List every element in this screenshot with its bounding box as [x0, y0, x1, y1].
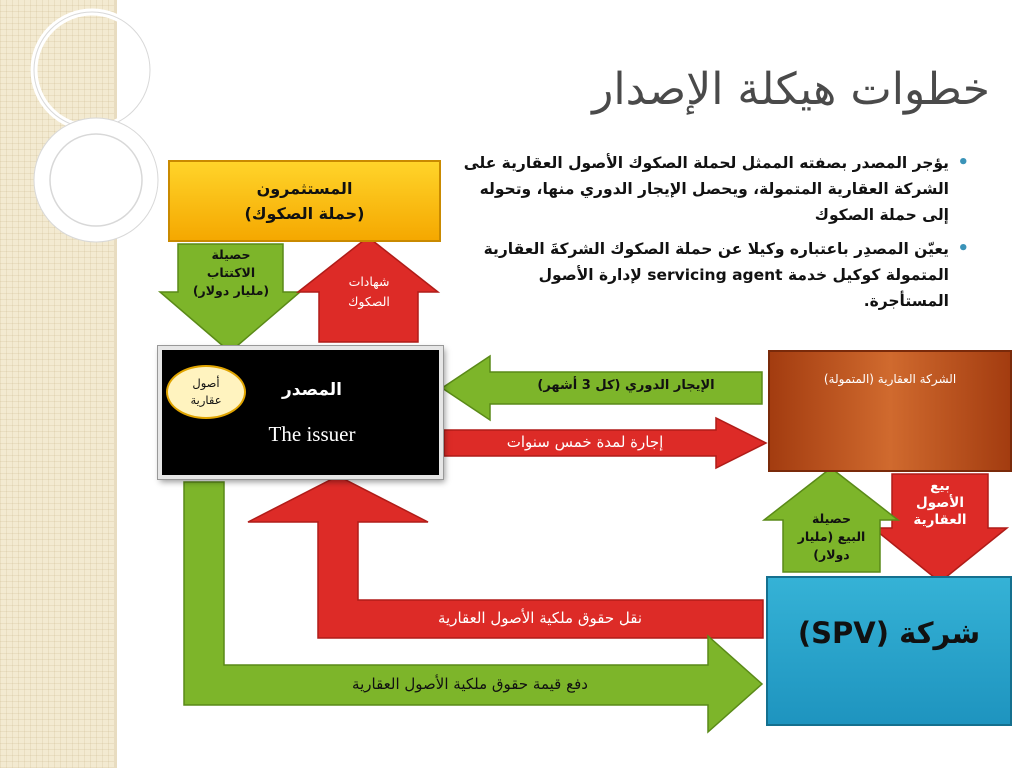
- certificates-arrow-label: شهادات الصكوك: [322, 272, 416, 312]
- company-label: الشركة العقارية (المتمولة): [823, 372, 957, 386]
- subscription-arrow: [157, 243, 303, 353]
- real-estate-company-box: الشركة العقارية (المتمولة): [768, 350, 1012, 472]
- label-line: بيع: [930, 478, 950, 494]
- periodic-rent-label: الإيجار الدوري (كل 3 أشهر): [537, 378, 715, 393]
- label-line: حصيلة: [811, 511, 852, 526]
- sale-assets-label: بيع الأصول العقارية: [893, 478, 987, 529]
- label-line: حصيلة: [211, 247, 251, 262]
- real-assets-oval: أصول عقارية: [166, 365, 246, 419]
- oval-text: عقارية: [190, 393, 222, 407]
- label-line: البيع (مليار: [797, 529, 866, 544]
- lease-label: إجارة لمدة خمس سنوات: [506, 433, 664, 451]
- issuer-box: أصول عقارية المصدر The issuer: [158, 346, 443, 479]
- label-line: دولار): [813, 547, 850, 562]
- bullet-text: يعيّن المصدِر باعتباره وكيلا عن حملة الص…: [483, 240, 949, 310]
- spv-label: شركة (SPV): [797, 616, 981, 650]
- bullet-item: • يعيّن المصدِر باعتباره وكيلا عن حملة ا…: [450, 236, 969, 314]
- label-line: (مليار دولار): [192, 283, 270, 298]
- issuer-label-ar: المصدر: [282, 380, 342, 400]
- investors-box: المستثمرون (حملة الصكوك): [168, 160, 441, 242]
- label-line: الاكتتاب: [206, 265, 256, 280]
- label-line: العقارية: [913, 512, 967, 528]
- page-title: خطوات هيكلة الإصدار: [592, 64, 990, 115]
- bullet-dot-icon: •: [957, 152, 969, 173]
- investors-sublabel: (حملة الصكوك): [244, 204, 365, 223]
- pay-value-arrow: [183, 481, 764, 734]
- certificates-arrow: [295, 236, 441, 343]
- oval-text: أصول: [192, 376, 220, 390]
- investors-label: المستثمرون: [256, 179, 353, 198]
- pay-value-label: دفع قيمة حقوق ملكية الأصول العقارية: [352, 675, 588, 693]
- decorative-circles: [30, 8, 159, 243]
- label-line: شهادات: [348, 274, 390, 289]
- transfer-rights-arrow: [247, 475, 764, 639]
- subscription-arrow-label: حصيلة الاكتتاب (مليار دولار): [180, 246, 282, 300]
- label-line: الأصول: [916, 495, 964, 511]
- label-line: الصكوك: [348, 294, 390, 309]
- spv-box: شركة (SPV): [766, 576, 1012, 726]
- sale-proceeds-label: حصيلة البيع (مليار دولار): [784, 510, 879, 564]
- periodic-rent-arrow: [440, 354, 763, 422]
- bullet-dot-icon: •: [957, 238, 969, 259]
- sale-assets-arrow: [870, 473, 1010, 583]
- sale-proceeds-arrow: [761, 467, 901, 573]
- bullet-item: • يؤجر المصدر بصفته الممثل لحملة الصكوك …: [450, 150, 969, 228]
- lease-arrow: [443, 416, 768, 470]
- sidebar-edge: [114, 0, 117, 768]
- bullet-text: يؤجر المصدر بصفته الممثل لحملة الصكوك ال…: [463, 154, 949, 224]
- bullet-list: • يؤجر المصدر بصفته الممثل لحملة الصكوك …: [450, 150, 969, 322]
- transfer-rights-label: نقل حقوق ملكية الأصول العقارية: [438, 609, 642, 627]
- issuer-label-en: The issuer: [268, 422, 356, 446]
